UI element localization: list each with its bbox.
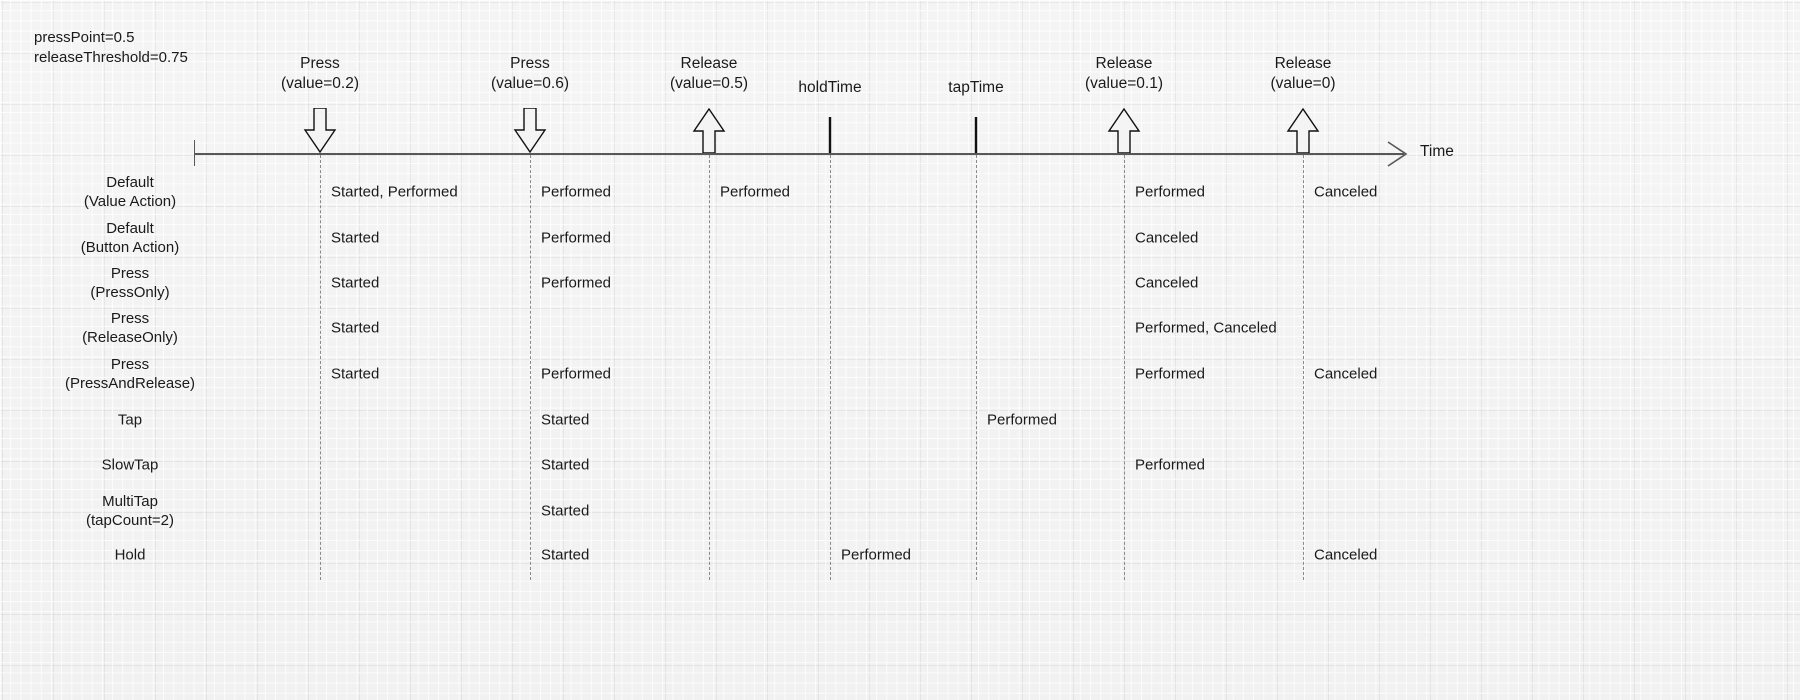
time-tick-marker-hold-time xyxy=(828,117,832,160)
row-label-line: Press xyxy=(110,356,150,373)
event-label-release-0-5: Release (value=0.5) xyxy=(670,54,748,94)
event-title: holdTime xyxy=(798,79,862,96)
event-label-tap-time: tapTime xyxy=(948,78,1003,98)
press-arrow-down-icon-press-0-2 xyxy=(302,107,338,159)
event-title: Release xyxy=(680,55,738,72)
row-label-press-releaseonly: Press (ReleaseOnly) xyxy=(82,309,178,347)
row-label-multitap: MultiTap (tapCount=2) xyxy=(86,492,174,530)
cell-default-value-action-press-0-2: Started, Performed xyxy=(331,183,458,201)
time-tick-marker-tap-time xyxy=(974,117,978,160)
release-arrow-up-icon-release-0 xyxy=(1285,107,1321,159)
event-detail: (value=0.2) xyxy=(281,75,359,92)
row-label-line: Press xyxy=(110,265,150,282)
row-label-tap: Tap xyxy=(118,411,142,430)
row-label-line: (PressOnly) xyxy=(90,284,170,301)
cell-hold-hold-time: Performed xyxy=(841,546,912,564)
cell-multitap-press-0-6: Started xyxy=(541,502,590,520)
row-label-hold: Hold xyxy=(115,546,146,565)
guide-line-press-0-6 xyxy=(530,155,531,580)
guide-line-release-0-1 xyxy=(1124,155,1125,580)
cell-default-value-action-release-0-5: Performed xyxy=(720,183,791,201)
cell-default-value-action-release-0: Canceled xyxy=(1314,183,1378,201)
event-title: Release xyxy=(1095,55,1153,72)
cell-press-pressonly-press-0-6: Performed xyxy=(541,274,612,292)
event-label-release-0: Release (value=0) xyxy=(1270,54,1335,94)
event-detail: (value=0) xyxy=(1270,75,1336,92)
release-arrow-up-icon-release-0-5 xyxy=(691,107,727,159)
row-label-line: (Value Action) xyxy=(83,193,177,210)
cell-press-pressandrelease-press-0-2: Started xyxy=(331,365,380,383)
row-label-line: Tap xyxy=(117,411,143,429)
row-label-line: Default xyxy=(106,220,154,237)
row-label-line: SlowTap xyxy=(101,456,159,474)
cell-default-value-action-press-0-6: Performed xyxy=(541,183,612,201)
event-label-press-0-2: Press (value=0.2) xyxy=(281,54,359,94)
time-axis-line xyxy=(194,153,1404,155)
row-label-line: Press xyxy=(110,310,150,327)
cell-default-button-action-release-0-1: Canceled xyxy=(1135,229,1199,247)
cell-slowtap-release-0-1: Performed xyxy=(1135,456,1206,474)
row-label-press-pressonly: Press (PressOnly) xyxy=(90,264,169,302)
cell-default-button-action-press-0-6: Performed xyxy=(541,229,612,247)
row-label-line: (tapCount=2) xyxy=(86,512,174,529)
cell-press-pressonly-release-0-1: Canceled xyxy=(1135,274,1199,292)
row-label-press-pressandrelease: Press (PressAndRelease) xyxy=(65,355,195,393)
row-label-line: Default xyxy=(106,174,154,191)
time-axis-arrowhead xyxy=(1387,141,1408,167)
event-label-release-0-1: Release (value=0.1) xyxy=(1085,54,1163,94)
event-label-press-0-6: Press (value=0.6) xyxy=(491,54,569,94)
row-label-default-value-action: Default (Value Action) xyxy=(84,173,176,211)
event-detail: (value=0.6) xyxy=(491,75,569,92)
row-label-default-button-action: Default (Button Action) xyxy=(81,219,179,257)
cell-press-releaseonly-release-0-1: Performed, Canceled xyxy=(1135,319,1277,337)
event-label-hold-time: holdTime xyxy=(798,78,861,98)
press-arrow-down-icon-press-0-6 xyxy=(512,107,548,159)
note-press-point: pressPoint=0.5 xyxy=(34,29,135,46)
cell-default-button-action-press-0-2: Started xyxy=(331,229,380,247)
guide-line-release-0 xyxy=(1303,155,1304,580)
row-label-line: (Button Action) xyxy=(80,239,180,256)
event-title: Press xyxy=(300,55,340,72)
event-title: Press xyxy=(510,55,550,72)
row-label-line: Hold xyxy=(114,546,146,564)
cell-press-pressandrelease-release-0-1: Performed xyxy=(1135,365,1206,383)
cell-press-releaseonly-press-0-2: Started xyxy=(331,319,380,337)
row-label-line: (ReleaseOnly) xyxy=(82,329,178,346)
cell-hold-press-0-6: Started xyxy=(541,546,590,564)
cell-slowtap-press-0-6: Started xyxy=(541,456,590,474)
release-arrow-up-icon-release-0-1 xyxy=(1106,107,1142,159)
cell-tap-tap-time: Performed xyxy=(987,411,1058,429)
guide-line-press-0-2 xyxy=(320,155,321,580)
cell-press-pressandrelease-press-0-6: Performed xyxy=(541,365,612,383)
note-release-threshold: releaseThreshold=0.75 xyxy=(34,49,188,66)
cell-default-value-action-release-0-1: Performed xyxy=(1135,183,1206,201)
cell-hold-release-0: Canceled xyxy=(1314,546,1378,564)
guide-line-tap-time xyxy=(976,155,977,580)
guide-line-hold-time xyxy=(830,155,831,580)
cell-press-pressandrelease-release-0: Canceled xyxy=(1314,365,1378,383)
event-title: Release xyxy=(1274,55,1332,72)
event-detail: (value=0.5) xyxy=(670,75,748,92)
cell-press-pressonly-press-0-2: Started xyxy=(331,274,380,292)
row-label-slowtap: SlowTap xyxy=(102,456,159,475)
event-detail: (value=0.1) xyxy=(1085,75,1163,92)
time-axis-start-tick xyxy=(194,140,195,166)
cell-tap-press-0-6: Started xyxy=(541,411,590,429)
guide-line-release-0-5 xyxy=(709,155,710,580)
row-label-line: (PressAndRelease) xyxy=(64,375,196,392)
event-title: tapTime xyxy=(948,79,1004,96)
row-label-line: MultiTap xyxy=(102,493,158,510)
time-axis-label: Time xyxy=(1420,143,1454,160)
